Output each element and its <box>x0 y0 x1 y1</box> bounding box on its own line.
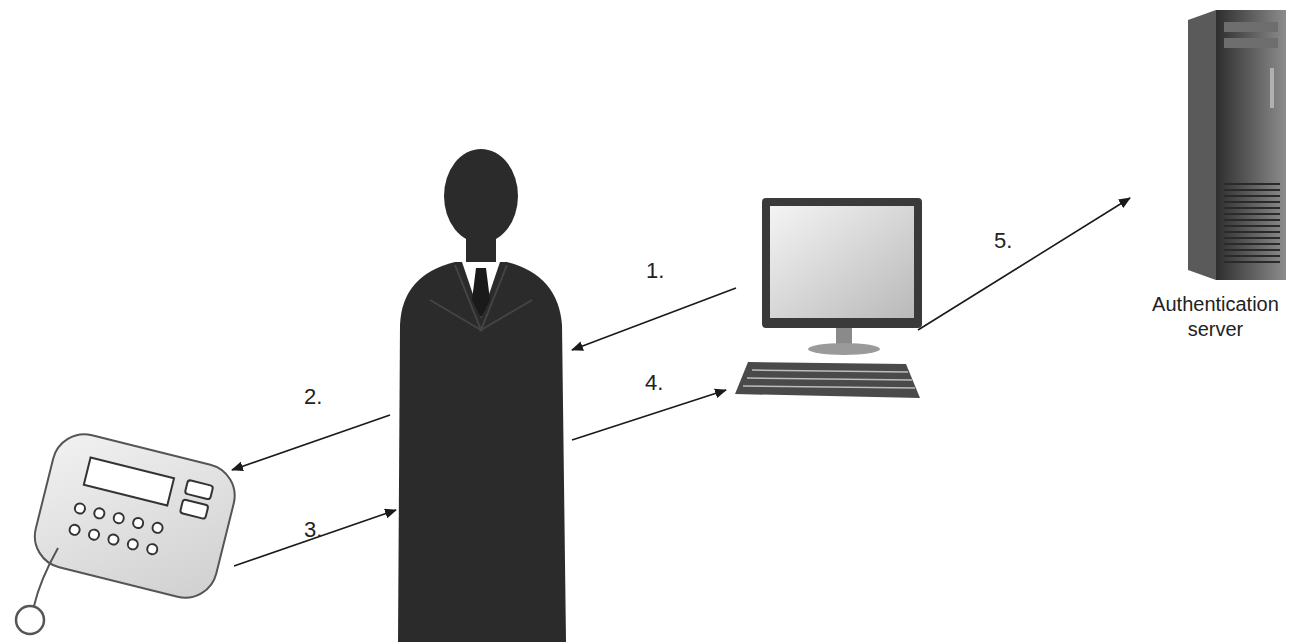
computer <box>735 198 922 398</box>
key-ring <box>16 606 44 634</box>
callout-number: 5. <box>994 228 1012 254</box>
flow-arrow <box>234 510 396 566</box>
server-tower <box>1138 8 1293 288</box>
server-node: Authentication server <box>1138 8 1293 338</box>
callout-number: 2. <box>304 384 322 410</box>
flow-arrow <box>572 390 726 440</box>
server-label: Authentication server <box>1138 292 1293 342</box>
flow-arrow <box>572 288 736 350</box>
token-device <box>28 427 241 604</box>
person-silhouette <box>398 149 566 642</box>
callout-number: 1. <box>646 258 664 284</box>
flow-arrow <box>232 415 390 470</box>
token-cord <box>34 548 58 606</box>
flow-arrows <box>232 198 1130 566</box>
callout-number: 3. <box>304 517 322 543</box>
callout-number: 4. <box>645 370 663 396</box>
flow-arrow <box>918 198 1130 330</box>
